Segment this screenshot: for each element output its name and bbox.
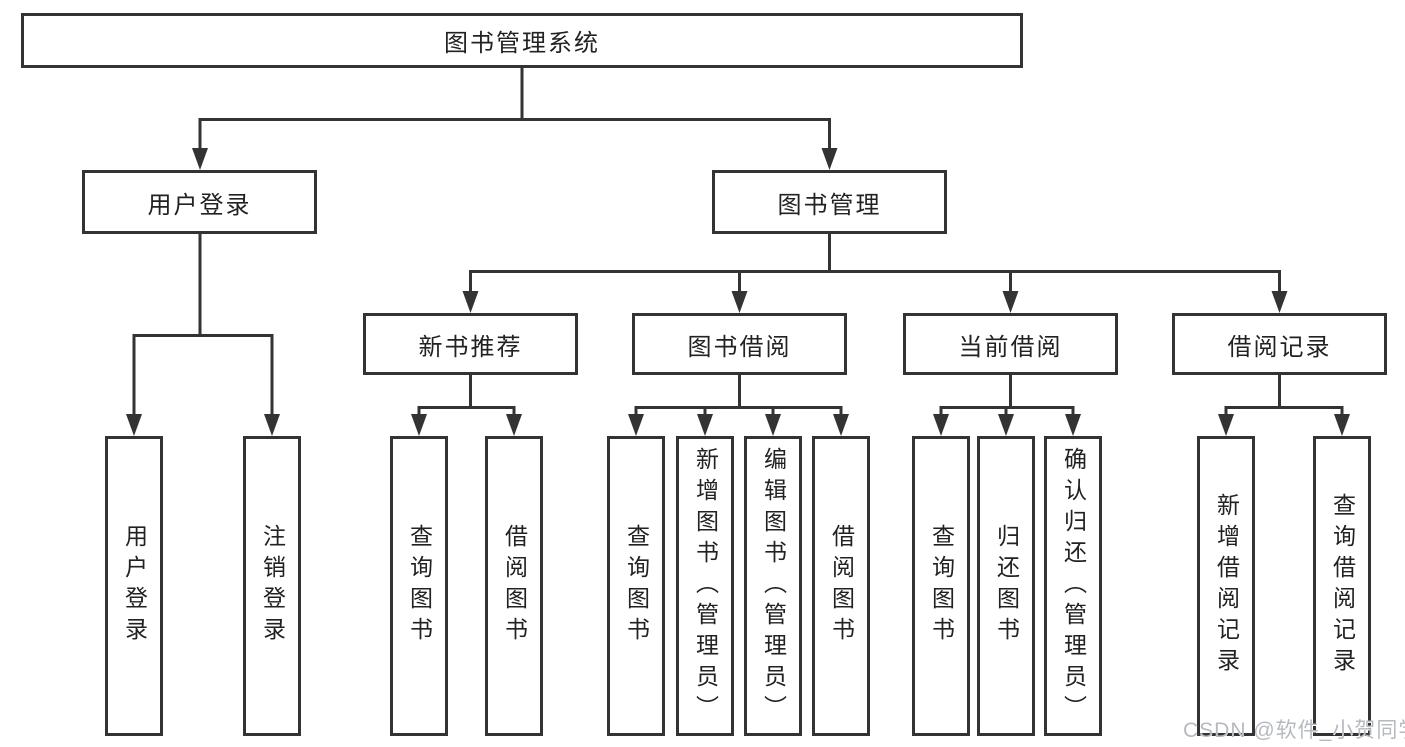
leaf-user-login: 用户登录 <box>105 436 163 736</box>
leaf-records-add-record: 新增借阅记录 <box>1197 436 1255 736</box>
leaf-current-query-books: 查询图书 <box>912 436 970 736</box>
leaf-label: 归还图书 <box>993 524 1020 648</box>
node-label: 借阅记录 <box>1227 333 1332 361</box>
node-label: 图书借阅 <box>687 333 792 361</box>
leaf-label: 查询图书 <box>623 524 650 648</box>
leaf-label: 新增图书（管理员） <box>692 446 719 726</box>
leaf-label: 查询图书 <box>928 524 955 648</box>
node-library-management-system: 图书管理系统 <box>21 13 1023 68</box>
node-label: 当前借阅 <box>958 333 1063 361</box>
node-current-borrowing: 当前借阅 <box>903 313 1118 375</box>
leaf-label: 编辑图书（管理员） <box>760 446 787 726</box>
leaf-label: 确认归还（管理员） <box>1060 446 1087 726</box>
leaf-borrowing-query-books: 查询图书 <box>607 436 665 736</box>
leaf-borrowing-borrow-books: 借阅图书 <box>812 436 870 736</box>
leaf-recommend-borrow-books: 借阅图书 <box>485 436 543 736</box>
leaf-current-return-books: 归还图书 <box>977 436 1035 736</box>
leaf-label: 查询图书 <box>406 524 433 648</box>
node-label: 图书管理系统 <box>444 30 600 57</box>
node-borrowing-records: 借阅记录 <box>1172 313 1387 375</box>
leaf-label: 查询借阅记录 <box>1329 493 1356 679</box>
node-new-book-recommend: 新书推荐 <box>363 313 578 375</box>
leaf-records-query-record: 查询借阅记录 <box>1313 436 1371 736</box>
leaf-label: 用户登录 <box>121 524 148 648</box>
leaf-label: 借阅图书 <box>501 524 528 648</box>
node-user-login: 用户登录 <box>82 170 317 234</box>
node-label: 用户登录 <box>147 191 252 219</box>
node-label: 新书推荐 <box>418 333 523 361</box>
leaf-label: 注销登录 <box>259 524 286 648</box>
leaf-recommend-query-books: 查询图书 <box>390 436 448 736</box>
node-book-borrowing: 图书借阅 <box>632 313 847 375</box>
leaf-logout: 注销登录 <box>243 436 301 736</box>
leaf-current-confirm-return-admin: 确认归还（管理员） <box>1044 436 1102 736</box>
leaf-label: 借阅图书 <box>828 524 855 648</box>
node-book-management: 图书管理 <box>712 170 947 234</box>
leaf-borrowing-add-books-admin: 新增图书（管理员） <box>676 436 734 736</box>
leaf-label: 新增借阅记录 <box>1213 493 1240 679</box>
node-label: 图书管理 <box>777 191 882 219</box>
leaf-borrowing-edit-books-admin: 编辑图书（管理员） <box>744 436 802 736</box>
csdn-watermark: CSDN @软件_小贺同学 <box>1183 719 1405 742</box>
